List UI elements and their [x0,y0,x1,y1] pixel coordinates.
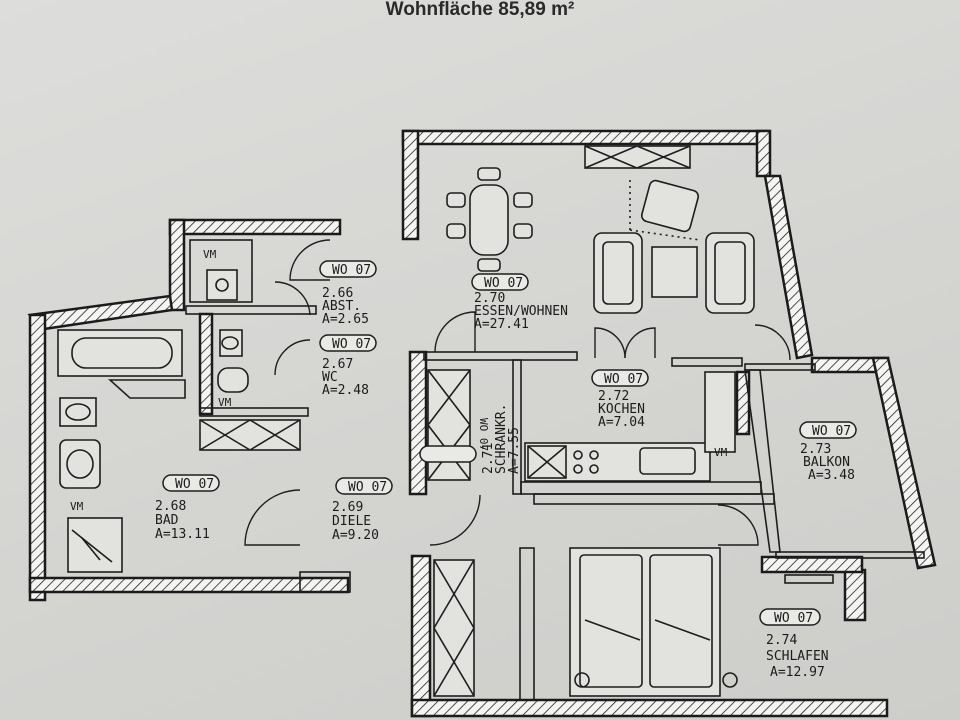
room-tag-text: WO 07 [604,372,643,387]
room-area: A=12.97 [770,665,825,680]
room-tag-text: WO 07 [484,276,523,291]
vm-label-abst: VM [203,248,217,261]
doors [244,239,791,546]
dining-set [446,167,533,272]
room-number: 2.66 [322,286,353,301]
room-number: 2.69 [332,500,363,515]
bed [569,547,738,697]
windows [584,145,691,169]
sofa-set [593,179,755,314]
kitchen-counter [524,371,736,482]
room-name: KOCHEN [598,402,645,417]
room-area: A=7.04 [598,415,645,430]
room-number: 2.67 [322,357,353,372]
room-number: 2.70 [474,291,505,306]
room-tag-abst: WO 07 2.66 ABST. A=2.65 [319,260,377,327]
page-title: Wohnfläche 85,89 m² [385,0,575,20]
room-tag-schlafen: WO 07 2.74 SCHLAFEN A=12.97 [759,608,829,680]
room-area: A=2.65 [322,312,369,327]
room-name: SCHRANKR. [494,404,509,474]
room-area: A=13.11 [155,527,210,542]
room-tag-bad: WO 07 2.68 BAD A=13.11 [155,474,220,542]
room-tag-text: WO 07 [477,418,490,451]
room-area: A=3.48 [808,468,855,483]
room-name: ABST. [322,299,361,314]
vm-label-bad: VM [70,500,84,513]
room-tag-schrankraum: 2.71 SCHRANKR. A=7.55 WO 07 [419,404,522,474]
room-tag-text: WO 07 [175,477,214,492]
vm-labels: VM VM VM VM [70,248,728,513]
room-number: 2.72 [598,389,629,404]
room-area: A=7.55 [507,427,522,474]
room-name: BAD [155,513,179,528]
room-tag-wc: WO 07 2.67 WC A=2.48 [319,334,377,398]
room-tag-essen-wohnen: WO 07 2.70 ESSEN/WOHNEN A=27.41 [471,273,568,332]
room-tag-text: WO 07 [332,263,371,278]
room-name: DIELE [332,514,371,529]
room-tag-text: WO 07 [812,424,851,439]
room-tag-diele: WO 07 2.69 DIELE A=9.20 [332,477,393,543]
room-area: A=2.48 [322,383,369,398]
room-tag-text: WO 07 [348,480,387,495]
room-number: 2.68 [155,499,186,514]
room-area: A=9.20 [332,528,379,543]
vm-label-kochen: VM [714,446,728,459]
room-area: A=27.41 [474,317,529,332]
room-name: WC [322,370,338,385]
bathroom-fixtures [57,329,301,573]
walls [27,129,937,718]
room-tag-kochen: WO 07 2.72 KOCHEN A=7.04 [591,369,649,430]
room-tag-text: WO 07 [332,337,371,352]
wc-fixtures [189,239,253,393]
vm-label-wc: VM [218,396,232,409]
room-name: ESSEN/WOHNEN [474,304,568,319]
bedroom-wardrobe [433,559,834,697]
wardrobe [427,369,471,481]
room-name: BALKON [803,455,850,470]
room-number: 2.71 [481,443,496,474]
room-number: 2.74 [766,633,797,648]
room-tag-balkon: WO 07 2.73 BALKON A=3.48 [799,421,857,483]
room-tag-text: WO 07 [774,611,813,626]
room-number: 2.73 [800,442,831,457]
room-name: SCHLAFEN [766,649,829,664]
